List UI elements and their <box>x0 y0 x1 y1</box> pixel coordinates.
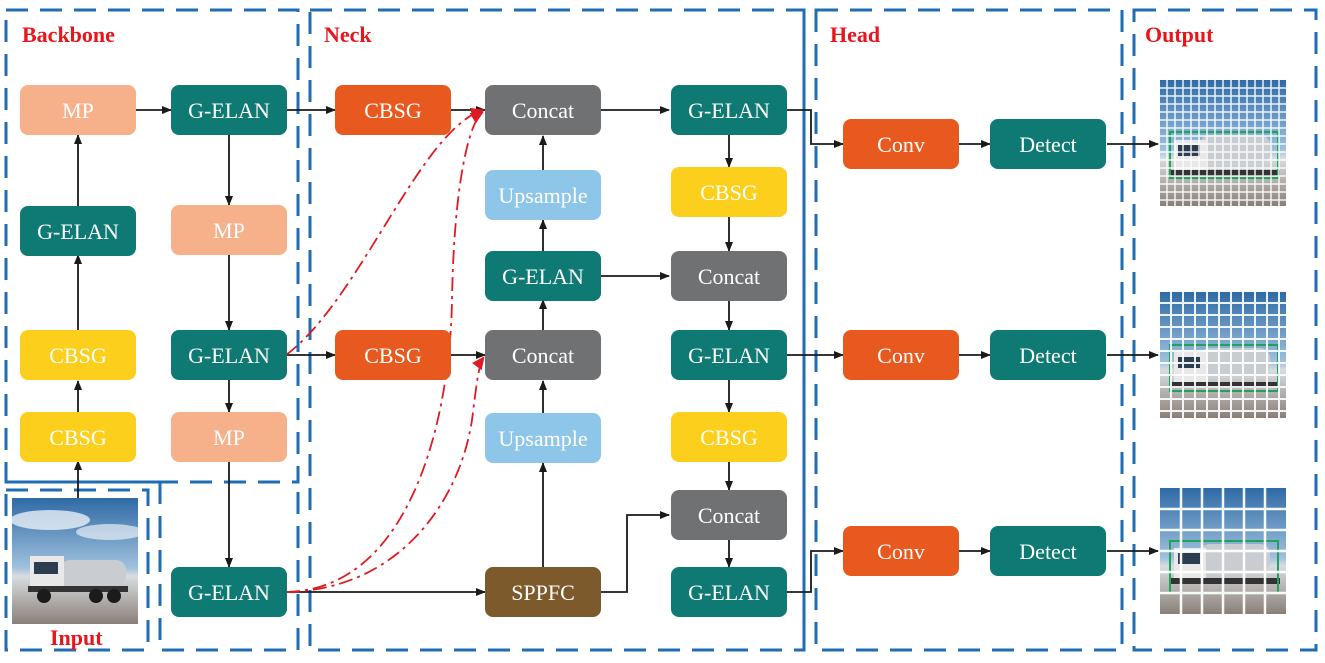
gelan-box: G-ELAN <box>171 330 287 380</box>
black-arrows <box>74 106 1159 596</box>
concat-box: Concat <box>485 330 601 380</box>
detect-box-label: Detect <box>1019 343 1076 368</box>
input-image <box>12 498 138 624</box>
gelan-box: G-ELAN <box>20 206 136 256</box>
concat-box: Concat <box>671 490 787 540</box>
mp-box-label: MP <box>62 98 94 123</box>
detect-box: Detect <box>990 119 1106 169</box>
detect-box: Detect <box>990 526 1106 576</box>
cbsg-box: CBSG <box>335 85 451 135</box>
cbsg-box: CBSG <box>671 167 787 217</box>
backbone-col1: MP G-ELAN CBSG CBSG <box>20 85 136 462</box>
concat-box-label: Concat <box>512 98 574 123</box>
head-col: Conv Detect Conv Detect Conv Detect <box>843 119 1106 576</box>
gelan-box: G-ELAN <box>171 567 287 617</box>
mp-box: MP <box>20 85 136 135</box>
gelan-box: G-ELAN <box>485 251 601 301</box>
skip-gelan-mid-to-concat-top <box>285 107 484 356</box>
section-dividers <box>802 10 1124 650</box>
cbsg-box-label: CBSG <box>49 343 107 368</box>
gelan-box: G-ELAN <box>671 330 787 380</box>
arrow-sppfc-concat-right <box>600 511 670 593</box>
conv-box: Conv <box>843 526 959 576</box>
cbsg-box: CBSG <box>20 330 136 380</box>
input-title: Input <box>50 625 103 650</box>
cbsg-box-label: CBSG <box>700 425 758 450</box>
sppfc-box-label: SPPFC <box>511 580 575 605</box>
arrow-gelan-conv-top <box>786 109 844 148</box>
gelan-box-label: G-ELAN <box>188 98 270 123</box>
backbone-col2: G-ELAN MP G-ELAN MP G-ELAN <box>171 85 287 617</box>
mp-box: MP <box>171 205 287 255</box>
detect-box-label: Detect <box>1019 539 1076 564</box>
neck-concat-col: Concat Upsample G-ELAN Concat Upsample S… <box>485 85 601 617</box>
arrow-gelan-conv-bottom <box>786 547 844 593</box>
backbone-lower-border <box>158 482 300 652</box>
detect-box-label: Detect <box>1019 132 1076 157</box>
skip-gelan-bottom-to-concat-mid <box>285 356 485 593</box>
concat-box: Concat <box>485 85 601 135</box>
cbsg-box-label: CBSG <box>364 98 422 123</box>
sppfc-box: SPPFC <box>485 567 601 617</box>
conv-box: Conv <box>843 330 959 380</box>
cbsg-box: CBSG <box>335 330 451 380</box>
mp-box-label: MP <box>213 425 245 450</box>
neck-border <box>308 8 806 652</box>
neck-cbsg-col: CBSG CBSG <box>335 85 451 380</box>
cbsg-box-label: CBSG <box>49 425 107 450</box>
output-title: Output <box>1145 22 1214 47</box>
backbone-title: Backbone <box>22 22 115 47</box>
cbsg-box-label: CBSG <box>700 180 758 205</box>
conv-box-label: Conv <box>877 539 925 564</box>
gelan-box-label: G-ELAN <box>188 343 270 368</box>
mp-box-label: MP <box>213 218 245 243</box>
input-border <box>4 488 150 652</box>
neck-title: Neck <box>324 22 372 47</box>
cbsg-box-label: CBSG <box>364 343 422 368</box>
concat-box-label: Concat <box>698 264 760 289</box>
gelan-box: G-ELAN <box>671 567 787 617</box>
neck-right-col: G-ELAN CBSG Concat G-ELAN CBSG Concat G-… <box>671 85 787 617</box>
concat-box-label: Concat <box>698 503 760 528</box>
gelan-box-label: G-ELAN <box>502 264 584 289</box>
conv-box-label: Conv <box>877 132 925 157</box>
output-image-medium <box>1160 292 1286 418</box>
gelan-box: G-ELAN <box>171 85 287 135</box>
gelan-box-label: G-ELAN <box>188 580 270 605</box>
conv-box: Conv <box>843 119 959 169</box>
backbone-border <box>4 8 300 484</box>
upsample-box: Upsample <box>485 170 601 220</box>
gelan-box-label: G-ELAN <box>688 98 770 123</box>
output-image-large <box>1160 80 1286 206</box>
concat-box-label: Concat <box>512 343 574 368</box>
concat-box: Concat <box>671 251 787 301</box>
cbsg-box: CBSG <box>671 412 787 462</box>
conv-box-label: Conv <box>877 343 925 368</box>
upsample-box-label: Upsample <box>498 426 587 451</box>
detect-box: Detect <box>990 330 1106 380</box>
upsample-box: Upsample <box>485 413 601 463</box>
upsample-box-label: Upsample <box>498 183 587 208</box>
gelan-box: G-ELAN <box>671 85 787 135</box>
gelan-box-label: G-ELAN <box>688 580 770 605</box>
head-title: Head <box>830 22 880 47</box>
mp-box: MP <box>171 412 287 462</box>
gelan-box-label: G-ELAN <box>688 343 770 368</box>
cbsg-box: CBSG <box>20 412 136 462</box>
output-image-small <box>1160 488 1286 614</box>
gelan-box-label: G-ELAN <box>37 219 119 244</box>
